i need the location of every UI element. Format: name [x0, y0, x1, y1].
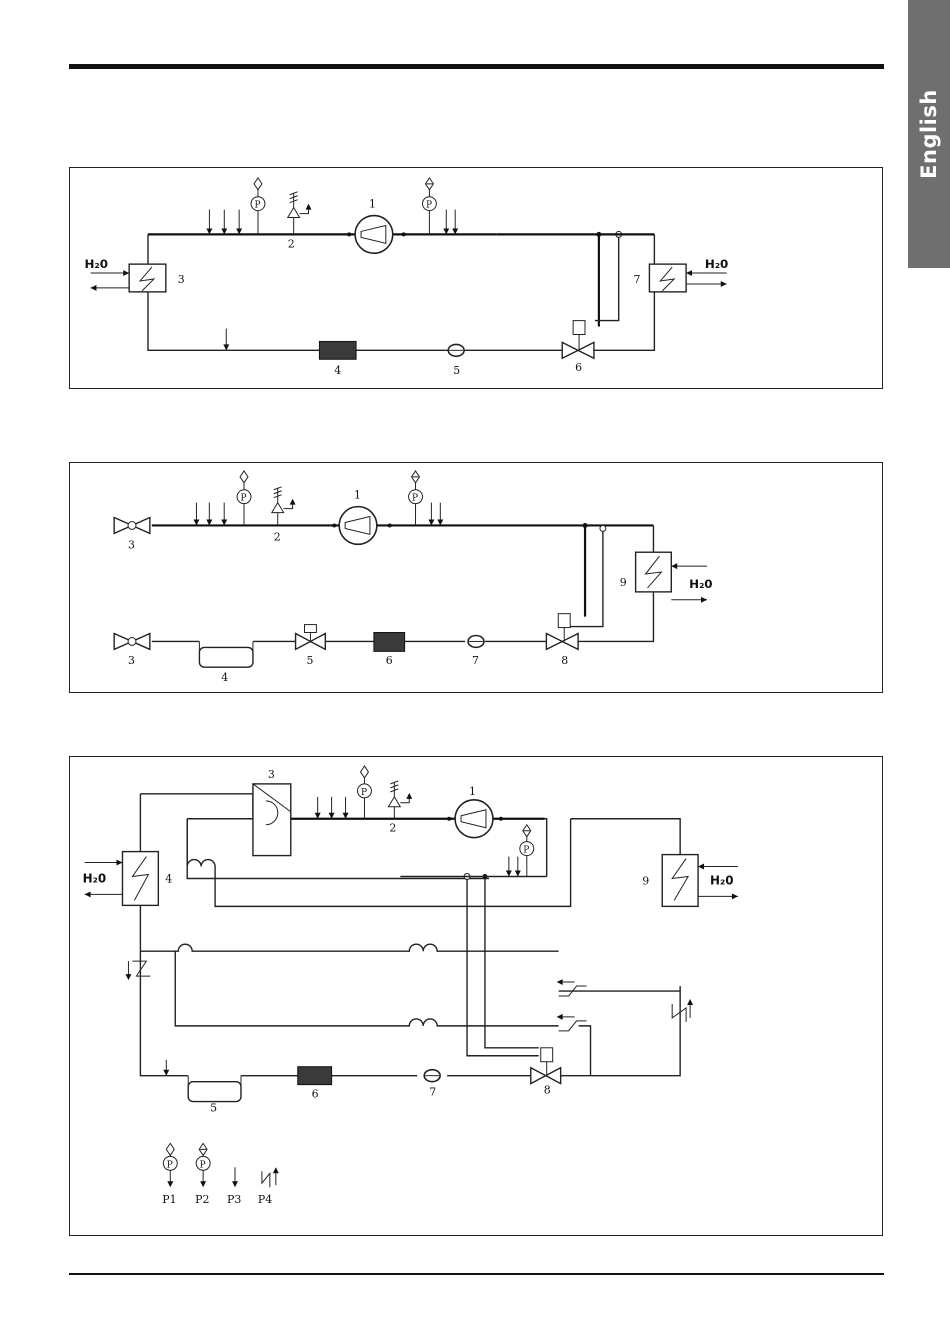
component-label-8: 8: [561, 654, 568, 667]
pressure-gauge-icon: P: [251, 178, 265, 234]
component-label-6: 6: [386, 654, 393, 667]
component-label-7: 7: [634, 273, 641, 286]
liquid-receiver-icon: [188, 1076, 241, 1102]
component-label-7: 7: [472, 654, 479, 667]
language-label: English: [917, 89, 941, 179]
check-valve-icon: [125, 961, 150, 980]
component-label-4: 4: [165, 872, 172, 885]
economiser-icon: [253, 784, 291, 856]
compressor-icon: [339, 507, 377, 545]
sight-glass-icon: [424, 1070, 440, 1082]
expansion-valve-icon: [546, 614, 578, 650]
component-label-7: 7: [429, 1086, 436, 1099]
legend: P P1 P P2 P3 P4: [162, 1143, 279, 1206]
pressure-gauge-icon: P: [409, 471, 423, 526]
component-label-3-top: 3: [128, 538, 135, 551]
svg-text:P3: P3: [227, 1193, 241, 1206]
component-label-5: 5: [306, 654, 313, 667]
component-label-1: 1: [469, 785, 476, 798]
heat-exchanger-icon: [129, 264, 166, 292]
svg-text:P4: P4: [258, 1193, 272, 1206]
circuit-diagram-2: 3 3 P 2 1 P 4: [69, 462, 883, 693]
component-label-8: 8: [544, 1084, 551, 1097]
service-valve-icon: [114, 518, 150, 534]
pressure-gauge-icon: P: [520, 825, 534, 877]
component-label-4: 4: [221, 671, 228, 684]
heat-exchanger-icon: [662, 855, 698, 907]
filter-drier-icon: [298, 1067, 332, 1085]
safety-valve-icon: [288, 192, 312, 235]
svg-text:P: P: [200, 1160, 206, 1170]
legend-item-p3: P3: [227, 1167, 241, 1206]
legend-item-p2: P P2: [195, 1143, 210, 1206]
legend-item-p4: P4: [258, 1167, 279, 1206]
component-label-3: 3: [178, 273, 185, 286]
svg-text:P2: P2: [195, 1193, 209, 1206]
component-label-2: 2: [288, 237, 295, 250]
circuit-diagram-2-svg: 3 3 P 2 1 P 4: [70, 463, 882, 692]
safety-valve-icon: [388, 781, 412, 819]
compressor-icon: [455, 800, 493, 838]
svg-text:P: P: [241, 494, 247, 504]
expansion-valve-icon: [531, 1048, 561, 1084]
sight-glass-icon: [448, 344, 464, 356]
svg-text:P1: P1: [162, 1193, 176, 1206]
component-label-2: 2: [274, 530, 281, 543]
component-label-6: 6: [312, 1088, 319, 1101]
header-rule: [69, 64, 884, 69]
h2o-inlet-label-right: H₂0: [705, 257, 728, 271]
h2o-label: H₂0: [689, 577, 712, 591]
component-label-2: 2: [389, 822, 396, 835]
component-label-4: 4: [334, 364, 341, 377]
solenoid-valve-icon: [296, 625, 326, 650]
expansion-valve-icon: [562, 321, 594, 359]
language-tab: English: [908, 0, 950, 268]
pressure-gauge-icon: P: [422, 178, 436, 234]
circuit-diagram-3: 3 4 H₂0 9 H₂0 P 2 1 P: [69, 756, 883, 1236]
check-valve-icon: [557, 1014, 587, 1031]
component-label-6: 6: [575, 361, 582, 374]
component-label-3-bottom: 3: [128, 654, 135, 667]
check-valve-icon: [672, 999, 693, 1022]
circuit-diagram-3-svg: 3 4 H₂0 9 H₂0 P 2 1 P: [70, 757, 882, 1235]
circuit-diagram-1-svg: H₂0 H₂0 P 2 1 P 4: [70, 168, 882, 388]
component-label-1: 1: [354, 489, 361, 502]
h2o-inlet-label-left: H₂0: [85, 257, 108, 271]
filter-drier-icon: [374, 633, 405, 652]
pressure-gauge-icon: P: [237, 471, 251, 526]
svg-text:P: P: [255, 201, 261, 211]
circuit-diagram-1: H₂0 H₂0 P 2 1 P 4: [69, 167, 883, 389]
component-label-3: 3: [268, 768, 275, 781]
h2o-label-right: H₂0: [710, 873, 734, 887]
liquid-receiver-icon: [199, 641, 253, 667]
heat-exchanger-icon: [636, 552, 672, 592]
sight-glass-icon: [468, 635, 484, 647]
h2o-label-left: H₂0: [83, 871, 107, 885]
compressor-icon: [355, 216, 393, 254]
svg-text:P: P: [167, 1160, 173, 1170]
component-label-5: 5: [453, 364, 460, 377]
component-label-9: 9: [620, 576, 627, 589]
pressure-gauge-icon: P: [357, 766, 371, 819]
component-label-9: 9: [642, 874, 649, 887]
legend-item-p1: P P1: [162, 1143, 177, 1206]
svg-text:P: P: [361, 788, 367, 798]
svg-text:P: P: [412, 494, 418, 504]
svg-text:P: P: [523, 846, 529, 856]
heat-exchanger-icon: [122, 852, 158, 906]
footer-rule: [69, 1273, 884, 1275]
heat-exchanger-icon: [649, 264, 686, 292]
safety-valve-icon: [272, 487, 296, 526]
check-valve-icon: [557, 979, 587, 996]
svg-text:P: P: [426, 201, 432, 211]
component-label-1: 1: [369, 198, 376, 211]
component-label-5: 5: [210, 1102, 217, 1115]
filter-drier-icon: [319, 341, 356, 359]
service-valve-icon: [114, 634, 150, 650]
